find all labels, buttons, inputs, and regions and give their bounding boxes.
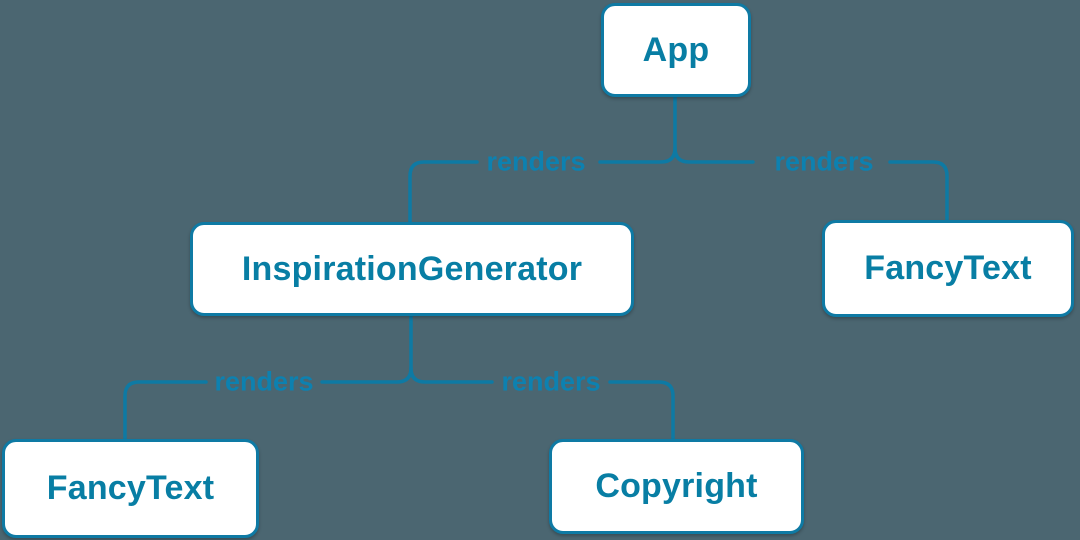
edge-label-renders-inspirationgenerator-copyright: renders [501, 366, 601, 397]
node-fancytext-top-label: FancyText [864, 249, 1032, 287]
node-inspiration-generator-label: InspirationGenerator [241, 249, 583, 288]
node-fancytext-bottom: FancyText [2, 439, 259, 538]
node-fancytext-bottom-label: FancyText [46, 469, 215, 507]
edge-label-renders-inspirationgenerator-fancytext: renders [214, 366, 314, 397]
edge-label-renders-app-fancytext: renders [774, 146, 874, 177]
node-app: App [601, 3, 751, 97]
node-copyright-label: Copyright [595, 467, 758, 505]
edge-inspirationgenerator-copyright [409, 366, 675, 441]
node-app-label: App [642, 30, 710, 69]
node-fancytext-top: FancyText [822, 220, 1074, 317]
edge-label-renders-app-inspirationgenerator: renders [486, 146, 586, 177]
node-copyright: Copyright [549, 439, 804, 534]
node-inspiration-generator: InspirationGenerator [190, 222, 634, 316]
edge-app-fancytext [673, 146, 949, 222]
